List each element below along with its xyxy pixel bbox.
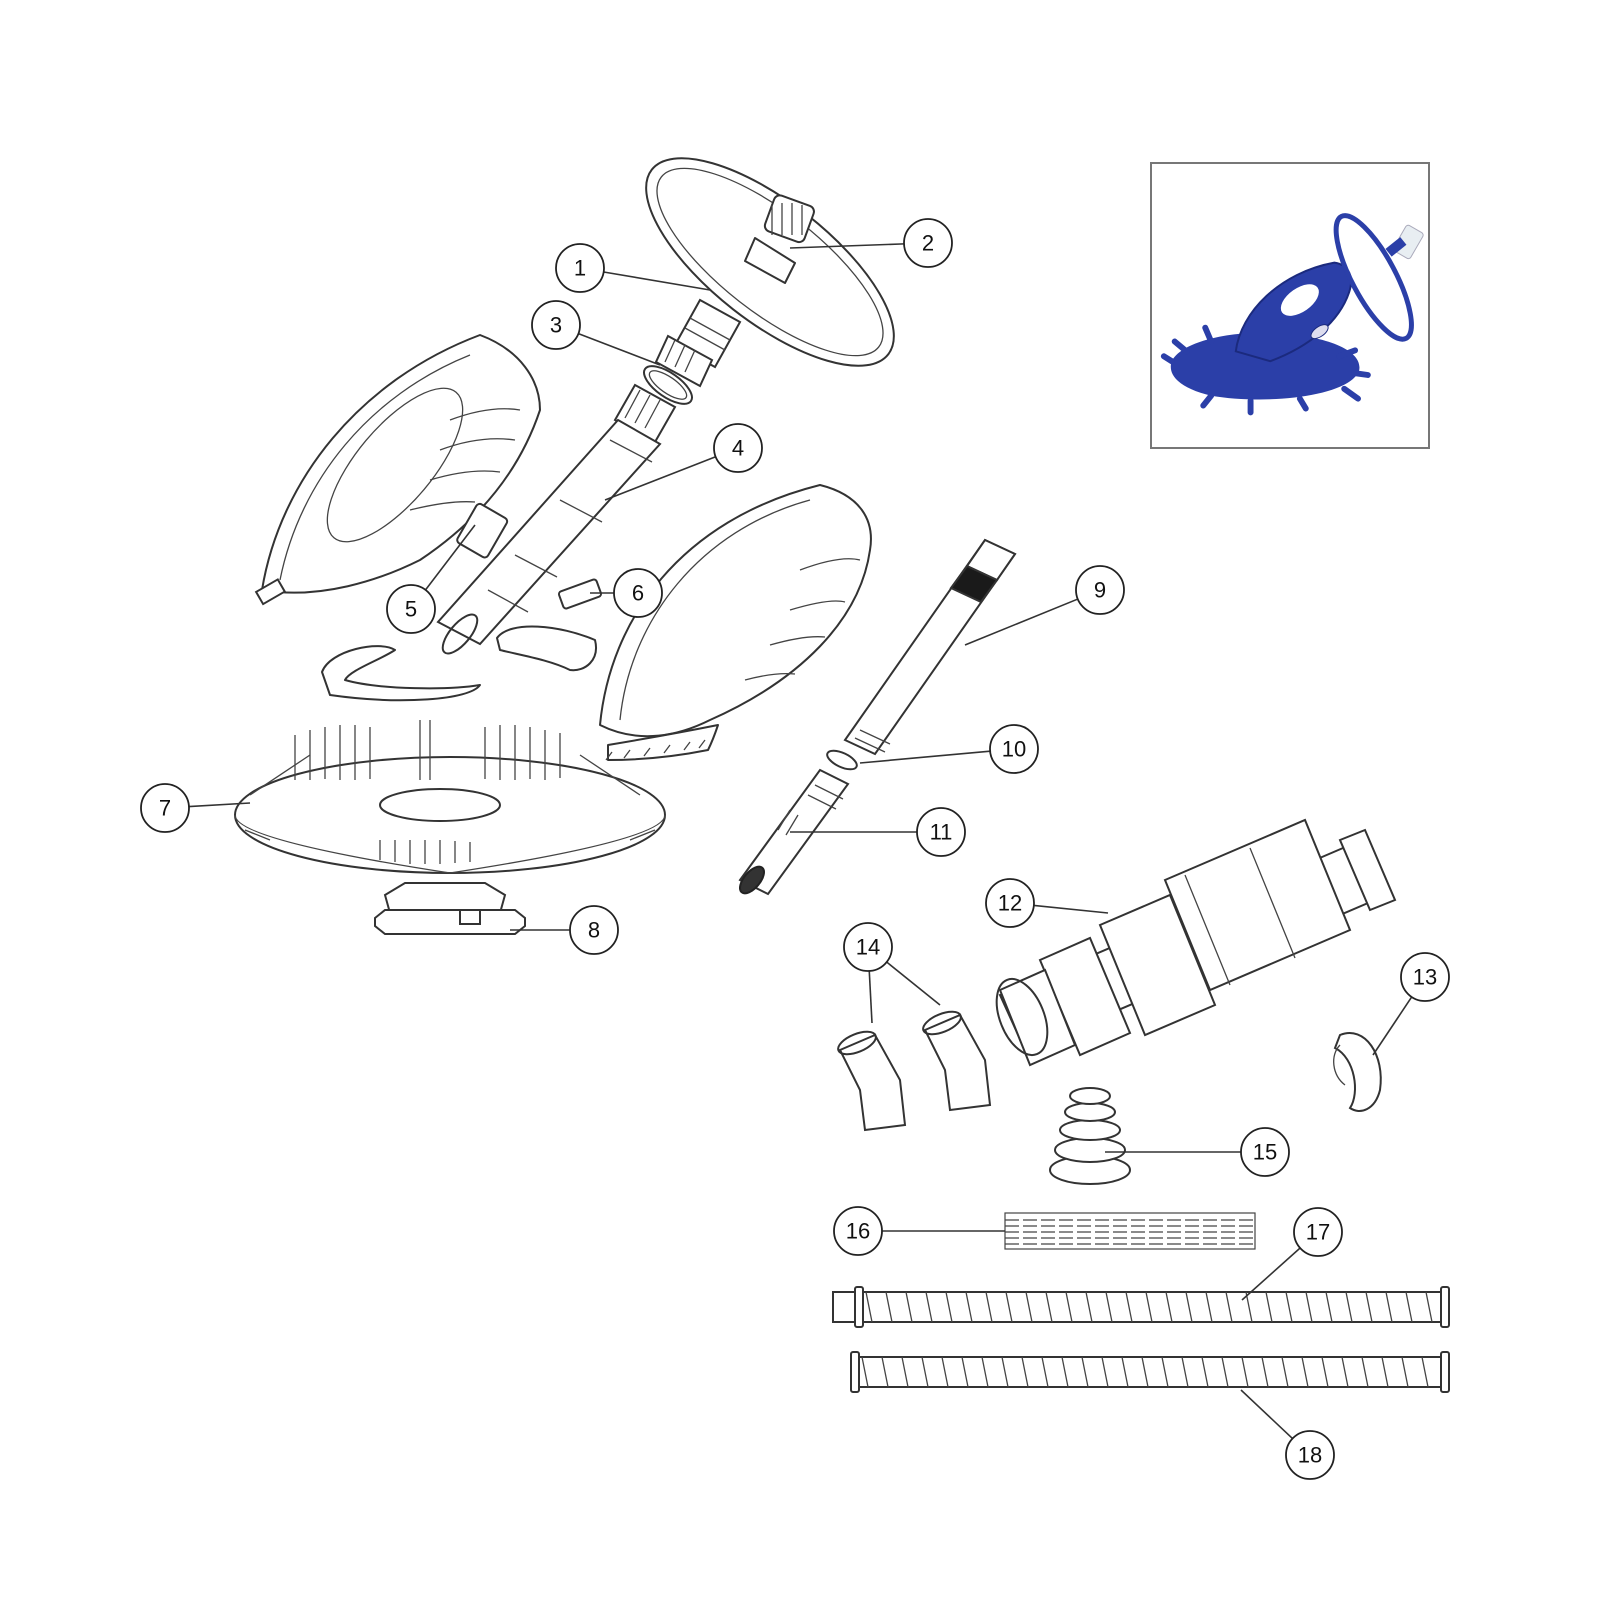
callout-number: 13 — [1413, 965, 1437, 990]
callout-number: 15 — [1253, 1140, 1277, 1165]
part-15-cone-adapter — [1049, 1087, 1131, 1185]
callout-circle — [916, 807, 966, 857]
part-13-clip — [1333, 1032, 1382, 1112]
part-1-swivel-tube — [654, 298, 742, 388]
callout-circle — [1400, 952, 1450, 1002]
callout-11: 11 — [916, 807, 966, 857]
leader-line — [1372, 996, 1413, 1056]
leader-line — [868, 970, 873, 1024]
seal-pieces — [321, 625, 597, 702]
part-18-hose-section — [850, 1351, 1450, 1393]
callout-16: 16 — [833, 1206, 883, 1256]
callout-circle — [1285, 1430, 1335, 1480]
part-16-mesh-sleeve — [1004, 1212, 1256, 1250]
callout-circle — [713, 423, 763, 473]
callout-circle — [1075, 565, 1125, 615]
part-5-left-shell — [254, 334, 541, 606]
callout-circle — [613, 568, 663, 618]
callout-number: 3 — [550, 313, 562, 338]
callout-15: 15 — [1240, 1127, 1290, 1177]
part-9-hose-tube — [843, 538, 1017, 756]
callout-2: 2 — [903, 218, 953, 268]
callout-9: 9 — [1075, 565, 1125, 615]
callout-13: 13 — [1400, 952, 1450, 1002]
callout-number: 12 — [998, 891, 1022, 916]
callout-circle — [989, 724, 1039, 774]
callout-number: 1 — [574, 256, 586, 281]
callout-circle — [140, 783, 190, 833]
pool-cleaner-photo — [1160, 213, 1424, 416]
callout-circle — [555, 243, 605, 293]
part-14-elbows — [837, 1010, 992, 1132]
callout-circle — [386, 584, 436, 634]
callout-18: 18 — [1285, 1430, 1335, 1480]
leader-line — [604, 455, 716, 501]
callout-17: 17 — [1293, 1207, 1343, 1257]
callout-number: 2 — [922, 231, 934, 256]
callout-6: 6 — [613, 568, 663, 618]
part-8-foot-pad — [374, 882, 526, 935]
callout-circle — [985, 878, 1035, 928]
callout-5: 5 — [386, 584, 436, 634]
callout-14: 14 — [843, 922, 893, 972]
callout-number: 10 — [1002, 737, 1026, 762]
leader-line — [789, 243, 905, 249]
callout-number: 16 — [846, 1219, 870, 1244]
part-6-block — [557, 578, 603, 610]
callout-12: 12 — [985, 878, 1035, 928]
callout-number: 6 — [632, 581, 644, 606]
callout-number: 8 — [588, 918, 600, 943]
callout-circle — [843, 922, 893, 972]
part-2-bumper-ring — [645, 157, 895, 367]
leader-line — [1241, 1247, 1301, 1301]
part-11-connector — [738, 768, 850, 896]
callout-1: 1 — [555, 243, 605, 293]
part-3-o-ring — [643, 365, 693, 405]
leader-line — [188, 802, 251, 808]
callout-8: 8 — [569, 905, 619, 955]
callout-number: 17 — [1306, 1220, 1330, 1245]
callout-10: 10 — [989, 724, 1039, 774]
callout-circle — [1293, 1207, 1343, 1257]
callout-4: 4 — [713, 423, 763, 473]
callout-number: 7 — [159, 796, 171, 821]
callout-7: 7 — [140, 783, 190, 833]
leader-line — [859, 750, 991, 764]
callout-circle — [833, 1206, 883, 1256]
part-7-skirt — [234, 720, 666, 874]
part-4-main-tube — [436, 383, 677, 655]
callout-number: 5 — [405, 597, 417, 622]
leader-line — [603, 271, 711, 291]
callout-number: 18 — [1298, 1443, 1322, 1468]
part-12-hose-connector — [995, 818, 1397, 1067]
leader-line — [424, 524, 476, 591]
callout-number: 9 — [1094, 578, 1106, 603]
callout-circle — [903, 218, 953, 268]
callout-number: 4 — [732, 436, 744, 461]
callout-circle — [531, 300, 581, 350]
callout-number: 11 — [930, 820, 953, 845]
callout-circle — [569, 905, 619, 955]
right-body-shell — [599, 484, 872, 761]
leader-line — [578, 332, 661, 366]
leader-line — [1240, 1389, 1294, 1440]
callout-circle — [1240, 1127, 1290, 1177]
leader-lines — [188, 243, 1413, 1440]
leader-line — [964, 598, 1079, 646]
product-photo-inset — [1150, 162, 1430, 449]
part-17-hose-section — [832, 1286, 1450, 1328]
leader-line — [886, 961, 941, 1006]
callout-number: 14 — [856, 935, 880, 960]
callout-3: 3 — [531, 300, 581, 350]
part-10-ring — [826, 749, 858, 771]
leader-line — [1033, 904, 1109, 914]
